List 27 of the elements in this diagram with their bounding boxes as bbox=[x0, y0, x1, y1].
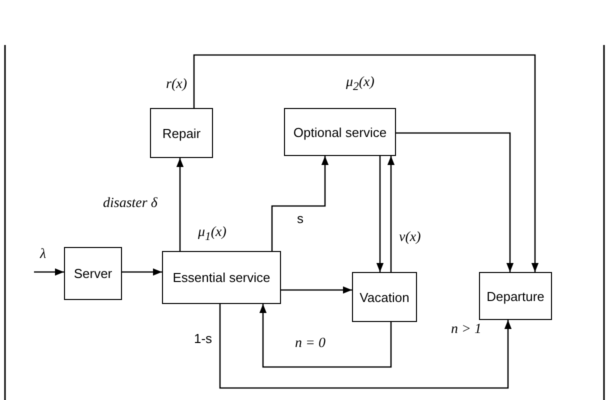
edge-label: disaster δ bbox=[103, 197, 158, 211]
edge-label: n = 0 bbox=[295, 337, 326, 351]
arrow bbox=[34, 268, 64, 276]
edge-label: r(x) bbox=[166, 78, 187, 92]
optional-service-box: Optional service bbox=[284, 108, 396, 156]
departure-box: Departure bbox=[479, 272, 552, 320]
arrow bbox=[122, 268, 162, 276]
arrow bbox=[259, 304, 392, 368]
arrow bbox=[193, 54, 539, 272]
edge-label: λ bbox=[40, 248, 46, 262]
arrow bbox=[396, 132, 514, 272]
rate-label: μ$_{1}$(x) bbox=[198, 226, 226, 242]
edge-label: s bbox=[297, 212, 304, 225]
essential-service-box: Essential service bbox=[162, 251, 281, 304]
arrow bbox=[176, 158, 184, 251]
condition-label: n > 1 bbox=[451, 323, 482, 337]
arrow bbox=[376, 156, 384, 272]
vacation-box: Vacation bbox=[352, 272, 417, 322]
edge-label: v(x) bbox=[399, 231, 421, 245]
rate-label: μ$_{2}$(x) bbox=[346, 76, 374, 92]
arrow bbox=[219, 304, 512, 389]
arrow bbox=[387, 156, 395, 272]
arrow bbox=[271, 156, 329, 251]
arrow bbox=[281, 286, 352, 294]
edge-label: 1-s bbox=[194, 332, 212, 345]
repair-box: Repair bbox=[150, 108, 213, 158]
server-box: Server bbox=[64, 247, 122, 300]
